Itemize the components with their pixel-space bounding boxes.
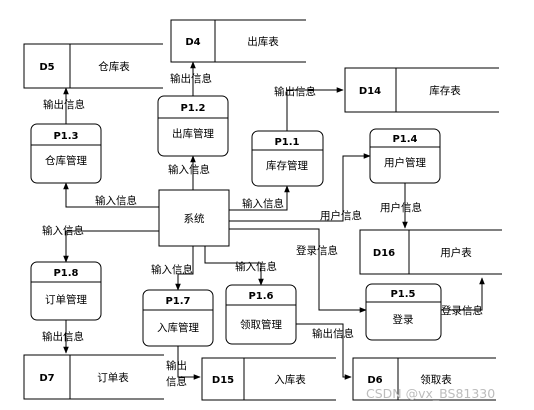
process-p13: P1.3 仓库管理 [30,123,102,184]
process-p17: P1.7 入库管理 [142,289,214,347]
flow-system-to-p16 [204,246,264,286]
label-p12-d4: 输出信息 [170,72,212,85]
store-name: 库存表 [429,84,461,97]
process-id: P1.3 [53,131,78,142]
store-id: D5 [39,62,54,73]
store-name: 出库表 [247,35,279,48]
flow-system-to-p11 [229,185,290,211]
data-store-d7: D7 订单表 [23,354,164,400]
flow-system-to-p17 [175,246,194,291]
flow-p16-to-d6 [296,323,352,380]
system-node: 系统 [158,189,230,247]
label-p17-d15-line2: 信息 [166,375,187,388]
store-id: D15 [212,375,234,386]
process-name: 订单管理 [45,293,87,306]
process-p18: P1.8 订单管理 [30,261,102,321]
process-id: P1.2 [180,103,205,114]
store-id: D7 [39,373,54,384]
flow-labels: 输出信息 输出信息 输出信息 输入信息 输入信息 输入信息 用户信息 用户信息 … [42,72,483,388]
process-name: 用户管理 [384,156,426,169]
flow-system-to-p15 [229,228,367,313]
process-p14: P1.4 用户管理 [369,128,441,184]
process-name: 出库管理 [172,127,214,140]
process-name: 登录 [393,313,414,326]
store-name: 订单表 [97,371,129,384]
label-system-p14: 用户信息 [320,209,362,222]
data-store-d16: D16 用户表 [359,229,502,275]
process-name: 仓库管理 [45,154,87,167]
system-label: 系统 [184,212,205,225]
label-system-p17: 输入信息 [151,263,193,276]
store-id: D16 [373,248,395,259]
process-p12: P1.2 出库管理 [157,95,229,157]
process-p16: P1.6 领取管理 [225,284,297,345]
process-id: P1.4 [392,134,417,145]
process-p11: P1.1 库存管理 [251,130,324,187]
label-system-p11: 输入信息 [242,197,284,210]
label-p17-d15-line1: 输出 [166,359,187,372]
flow-p17-to-d15 [177,346,201,380]
label-system-p16: 输入信息 [235,260,277,273]
process-p15: P1.5 登录 [365,283,442,341]
flow-system-to-p13 [63,182,159,208]
data-store-d6: D6 领取表 [352,357,496,401]
data-store-d4: D4 出库表 [170,19,306,63]
data-store-d14: D14 库存表 [344,67,499,113]
store-name: 用户表 [440,246,472,259]
process-name: 入库管理 [157,321,199,334]
flow-p15-to-d16 [441,277,485,311]
label-system-p13: 输入信息 [95,194,137,207]
store-id: D14 [359,86,381,97]
flow-system-to-p18 [63,230,159,263]
flow-lines [63,61,485,380]
store-name: 入库表 [274,373,306,386]
process-id: P1.7 [165,296,190,307]
label-p18-d7: 输出信息 [42,330,84,343]
process-id: P1.8 [53,268,78,279]
label-p14-d16: 用户信息 [380,201,422,214]
process-name: 领取管理 [240,318,282,331]
label-system-p12: 输入信息 [168,163,210,176]
flow-system-to-p14 [229,153,371,222]
store-id: D6 [367,375,382,386]
process-id: P1.1 [274,137,299,148]
label-system-p18: 输入信息 [42,224,84,237]
label-p16-d6: 输出信息 [312,327,354,340]
process-id: P1.5 [390,289,415,300]
label-p13-d5: 输出信息 [43,98,85,111]
label-system-p15: 登录信息 [296,244,338,257]
data-store-d15: D15 入库表 [201,357,336,401]
label-p11-d14: 输出信息 [274,85,316,98]
store-name: 领取表 [420,373,452,386]
label-p15-d16: 登录信息 [441,304,483,317]
store-id: D4 [185,37,200,48]
flow-p11-to-d14 [286,87,344,131]
process-name: 库存管理 [266,159,308,172]
data-store-d5: D5 仓库表 [23,43,163,89]
store-name: 仓库表 [98,60,130,73]
watermark-text: CSDN @vx_BS81330 [366,386,495,401]
process-id: P1.6 [248,291,273,302]
